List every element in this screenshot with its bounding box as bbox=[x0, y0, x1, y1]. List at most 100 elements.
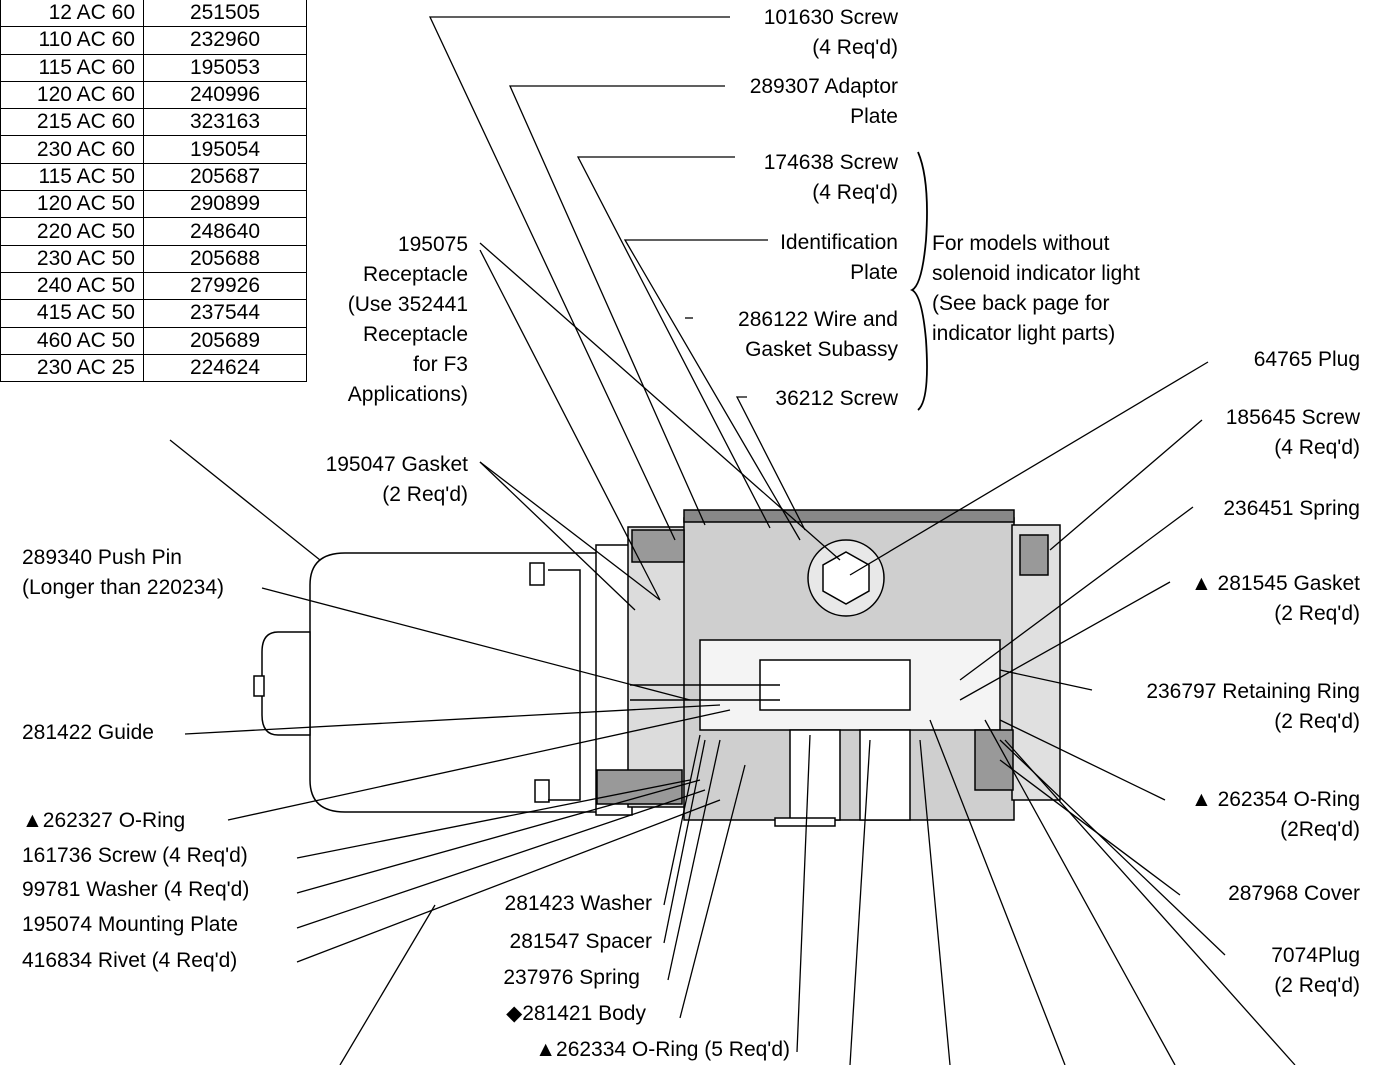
callout-line: 174638 Screw bbox=[764, 151, 899, 174]
leader-line bbox=[296, 799, 721, 963]
voltage-cell: 230 AC 50 bbox=[0, 244, 144, 273]
callout-screw-161736: 161736 Screw (4 Req'd) bbox=[22, 844, 248, 867]
callout-line: (4 Req'd) bbox=[812, 36, 898, 59]
voltage-cell: 215 AC 60 bbox=[0, 108, 144, 137]
callout-screw-101630: 101630 Screw(4 Req'd) bbox=[764, 6, 899, 59]
callout-spring-237976: 237976 Spring bbox=[503, 966, 640, 989]
spool bbox=[759, 659, 911, 711]
callout-line: 195047 Gasket bbox=[326, 453, 469, 476]
callout-line: 236797 Retaining Ring bbox=[1146, 680, 1360, 703]
terminal-lower bbox=[534, 779, 550, 803]
adaptor-plate-shape bbox=[627, 526, 689, 808]
callout-oring-262354: ▲ 262354 O-Ring(2Req'd) bbox=[1191, 788, 1360, 841]
leader-line bbox=[296, 779, 701, 894]
callout-guide: 281422 Guide bbox=[22, 721, 154, 744]
callout-line: 185645 Screw bbox=[1226, 406, 1361, 429]
leader-line bbox=[428, 16, 730, 541]
voltage-cell: 12 AC 60 bbox=[0, 0, 144, 28]
callout-line: 36212 Screw bbox=[775, 387, 898, 410]
callout-oring-262334: ▲262334 O-Ring (5 Req'd) bbox=[535, 1038, 790, 1061]
leader-line bbox=[1004, 739, 1296, 1065]
callout-screw-36212: 36212 Screw bbox=[775, 387, 898, 410]
callout-line: 64765 Plug bbox=[1254, 348, 1360, 371]
callout-body: ◆281421 Body bbox=[506, 1002, 646, 1025]
callout-line: (2 Req'd) bbox=[1274, 710, 1360, 733]
callout-spring-236451: 236451 Spring bbox=[1223, 497, 1360, 520]
housing-bracket bbox=[548, 569, 581, 801]
part-number-cell: 195054 bbox=[143, 135, 307, 164]
callout-cover: 287968 Cover bbox=[1228, 882, 1360, 905]
leader-line bbox=[576, 156, 771, 529]
callout-line: ▲262334 O-Ring (5 Req'd) bbox=[535, 1038, 790, 1061]
leader-line bbox=[663, 734, 701, 906]
callout-line: Plate bbox=[850, 105, 898, 128]
callout-line: Plate bbox=[850, 261, 898, 284]
callout-plug-7074: 7074Plug(2 Req'd) bbox=[1271, 944, 1360, 997]
callout-line: ▲ 281545 Gasket bbox=[1191, 572, 1360, 595]
leader-line bbox=[261, 587, 691, 701]
leader-line bbox=[479, 249, 661, 601]
leader-lines bbox=[169, 16, 1296, 1065]
leader-line bbox=[479, 461, 636, 611]
leader-line bbox=[999, 669, 1093, 691]
screw-lower-left bbox=[596, 769, 683, 805]
voltage-cell: 415 AC 50 bbox=[0, 299, 144, 328]
callout-oring-262327: ▲262327 O-Ring bbox=[22, 809, 185, 832]
callout-plug-64765: 64765 Plug bbox=[1254, 348, 1360, 371]
callout-line: 281422 Guide bbox=[22, 721, 154, 744]
callout-screw-174638: 174638 Screw (4 Req'd) bbox=[764, 151, 899, 204]
callout-line: (4 Req'd) bbox=[812, 181, 898, 204]
leader-line bbox=[227, 709, 731, 821]
callout-line: (2Req'd) bbox=[1280, 818, 1360, 841]
leader-line bbox=[679, 764, 746, 1019]
leader-line bbox=[849, 361, 1209, 576]
callout-mounting-plate: 195074 Mounting Plate bbox=[22, 913, 238, 936]
callout-line: (Use 352441 bbox=[348, 293, 468, 316]
callout-line: Receptacle bbox=[363, 263, 468, 286]
callout-line: 99781 Washer (4 Req'd) bbox=[22, 878, 249, 901]
callout-line: 281547 Spacer bbox=[510, 930, 652, 953]
leader-line bbox=[169, 439, 321, 561]
callout-washer-99781: 99781 Washer (4 Req'd) bbox=[22, 878, 249, 901]
leader-line bbox=[184, 704, 721, 735]
callout-line: 289340 Push Pin bbox=[22, 546, 182, 569]
id-plate-strip bbox=[683, 509, 1015, 523]
port-1 bbox=[789, 729, 841, 821]
part-number-cell: 290899 bbox=[143, 190, 307, 219]
callout-screw-185645: 185645 Screw(4 Req'd) bbox=[1226, 406, 1361, 459]
callout-line: (2 Req'd) bbox=[1274, 602, 1360, 625]
leader-line bbox=[735, 396, 806, 531]
part-number-cell: 205689 bbox=[143, 326, 307, 355]
leader-line bbox=[919, 739, 951, 1065]
callout-gasket-281545: ▲ 281545 Gasket (2 Req'd) bbox=[1191, 572, 1360, 625]
part-number-cell: 205687 bbox=[143, 162, 307, 192]
voltage-cell: 230 AC 25 bbox=[0, 353, 144, 383]
leader-line bbox=[984, 719, 1176, 1065]
voltage-cell: 460 AC 50 bbox=[0, 326, 144, 355]
callout-line: ◆281421 Body bbox=[506, 1002, 646, 1025]
callout-line: 289307 Adaptor bbox=[750, 75, 898, 98]
callout-line: (2 Req'd) bbox=[382, 483, 468, 506]
part-number-cell: 323163 bbox=[143, 108, 307, 137]
callout-line: (2 Req'd) bbox=[1274, 974, 1360, 997]
callout-rivet: 416834 Rivet (4 Req'd) bbox=[22, 949, 237, 972]
callout-line: 236451 Spring bbox=[1223, 497, 1360, 520]
part-number-cell: 205688 bbox=[143, 244, 307, 273]
callout-spacer: 281547 Spacer bbox=[510, 930, 652, 953]
terminal-upper bbox=[529, 562, 545, 586]
leader-line bbox=[667, 739, 721, 981]
screw-upper-left bbox=[631, 529, 685, 563]
callout-retaining-ring: 236797 Retaining Ring (2 Req'd) bbox=[1146, 680, 1360, 733]
leader-line bbox=[296, 779, 691, 859]
callout-line: (Longer than 220234) bbox=[22, 576, 224, 599]
callout-washer-281423: 281423 Washer bbox=[505, 892, 652, 915]
